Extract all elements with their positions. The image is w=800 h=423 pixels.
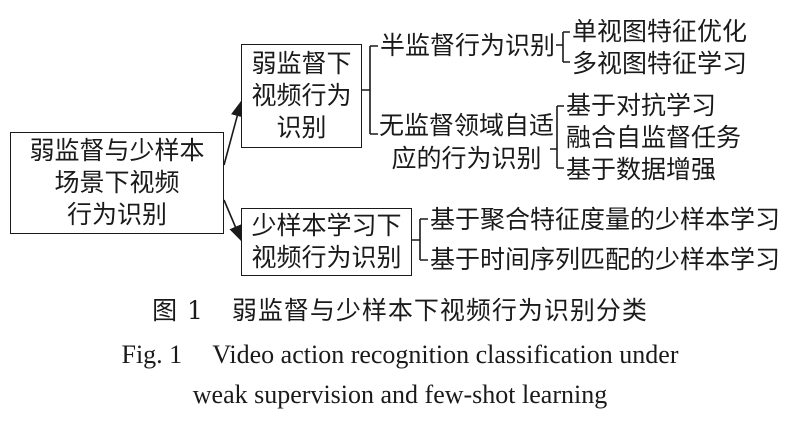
brace-few-shot xyxy=(412,218,428,261)
domain-adaptation-label-line-1: 无监督领域自适 xyxy=(379,111,555,140)
caption-english-line-2: weak supervision and few-shot learning xyxy=(192,380,608,409)
brace-domain-adaptation xyxy=(550,105,564,169)
weak-supervision-line-2: 视频行为 xyxy=(251,81,352,110)
leaf-aggregated-metric: 基于聚合特征度量的少样本学习 xyxy=(430,205,781,234)
few-shot-box: 少样本学习下 视频行为识别 xyxy=(241,208,412,276)
caption-cn-title: 弱监督与少样本下视频行为识别分类 xyxy=(231,296,648,325)
weak-supervision-line-1: 弱监督下 xyxy=(251,49,352,78)
caption-english-line-1: Fig. 1 Video action recognition classific… xyxy=(0,340,800,370)
leaf-single-view: 单视图特征优化 xyxy=(572,17,748,46)
leaf-temporal-matching: 基于时间序列匹配的少样本学习 xyxy=(430,245,781,274)
brace-semi-supervised xyxy=(556,31,570,63)
weak-supervision-line-3: 识别 xyxy=(276,113,327,142)
root-line-1: 弱监督与少样本 xyxy=(29,136,205,165)
leaf-self-supervised: 融合自监督任务 xyxy=(566,123,742,152)
semi-supervised-label: 半监督行为识别 xyxy=(380,31,556,60)
root-box: 弱监督与少样本 场景下视频 行为识别 xyxy=(10,132,224,234)
brace-weak-supervision xyxy=(362,45,378,135)
domain-adaptation-label: 无监督领域自适 应的行为识别 xyxy=(379,109,554,175)
caption-chinese: 图 1 弱监督与少样本下视频行为识别分类 xyxy=(0,296,800,326)
arrow-to-weak-supervision xyxy=(223,100,244,166)
arrow-to-few-shot xyxy=(223,199,242,242)
root-line-2: 场景下视频 xyxy=(54,168,180,197)
leaf-multi-view: 多视图特征学习 xyxy=(572,49,748,78)
domain-adaptation-label-line-2: 应的行为识别 xyxy=(391,144,542,173)
leaf-data-augmentation: 基于数据增强 xyxy=(566,155,717,184)
caption-en-number: Fig. 1 xyxy=(121,340,183,369)
leaf-adversarial: 基于对抗学习 xyxy=(566,91,717,120)
caption-cn-number: 图 1 xyxy=(152,296,204,325)
caption-en-title-1: Video action recognition classification … xyxy=(212,340,679,369)
weak-supervision-box: 弱监督下 视频行为 识别 xyxy=(241,44,362,148)
few-shot-line-1: 少样本学习下 xyxy=(251,211,402,240)
few-shot-line-2: 视频行为识别 xyxy=(251,243,402,272)
root-line-3: 行为识别 xyxy=(66,200,167,229)
